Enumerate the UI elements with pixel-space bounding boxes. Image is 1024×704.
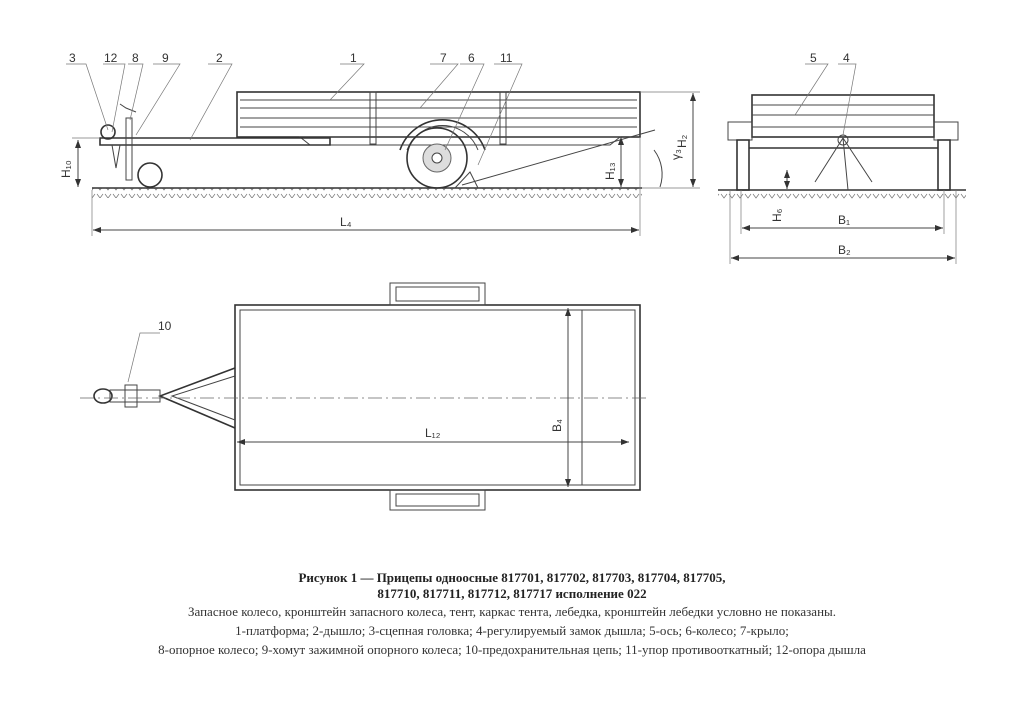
jockey-wheel [137,162,163,188]
figure-caption: Рисунок 1 — Прицепы одноосные 817701, 81… [0,570,1024,659]
fender [399,118,486,151]
dimension-label-l12: L₁₂ [425,426,441,440]
fender-bottom [389,489,486,511]
dimension-label-b4: B₄ [550,419,564,432]
dimension-label-h13: H₁₃ [603,162,617,180]
dimension-label-h2: H₂ [675,134,689,148]
wheel-right [937,139,951,191]
wheel-left [736,139,750,191]
dimension-gamma3 [653,149,663,188]
part-label: 5 [810,51,817,65]
jockey-handle [119,103,137,113]
dimension-label-b1: B₁ [838,213,850,227]
wheel-chock [454,171,479,189]
platform-top [234,304,641,491]
caption-note: Запасное колесо, кронштейн запасного кол… [187,604,837,619]
dimension-label-gamma3: γ₃ [669,149,683,160]
top-view: 10 L₁₂ B₄ [80,282,650,511]
ground-hatching [92,188,642,198]
drawbar-support [111,144,121,169]
dimension-label-h10: H₁₀ [59,160,73,178]
coupling-head-top [93,388,113,404]
part-label: 8 [132,51,139,65]
caption-title-line1: Рисунок 1 — Прицепы одноосные 817701, 81… [298,570,726,585]
caption-title-line2: 817710, 817711, 817712, 817717 исполнени… [377,586,647,601]
trailer-drawing: 3 12 8 9 2 1 7 6 11 H₁₀ L₄ H₁₃ γ₃ H₂ [59,51,966,511]
drawbar-lock [814,137,873,191]
part-label: 9 [162,51,169,65]
part-label: 3 [69,51,76,65]
platform-front [751,94,935,138]
caption-legend-line2: 8-опорное колесо; 9-хомут зажимной опорн… [158,642,866,657]
front-view: 5 4 H₆ B₁ B₂ [718,51,966,264]
coupling-head [100,124,116,140]
part-label: 11 [500,51,513,65]
part-label: 1 [350,51,357,65]
drawbar-tongue [109,389,161,403]
jockey-post [125,117,133,181]
part-label: 2 [216,51,223,65]
caption-legend-line1: 1-платформа; 2-дышло; 3-сцепная головка;… [235,623,789,638]
part-label: 6 [468,51,475,65]
part-label: 4 [843,51,850,65]
dimension-label-l4: L₄ [340,215,352,229]
platform [236,91,641,146]
drawbar [99,137,331,146]
departure-angle-line [461,129,656,186]
part-label: 7 [440,51,447,65]
wheel [406,127,468,189]
fender-top [389,282,486,306]
leader-lines [66,63,523,166]
part-label: 12 [104,51,118,65]
part-label: 10 [158,319,172,333]
dimension-label-h6: H₆ [770,208,784,222]
side-view: 3 12 8 9 2 1 7 6 11 H₁₀ L₄ H₁₃ γ₃ H₂ [59,51,700,236]
dimension-label-b2: B₂ [838,243,851,257]
